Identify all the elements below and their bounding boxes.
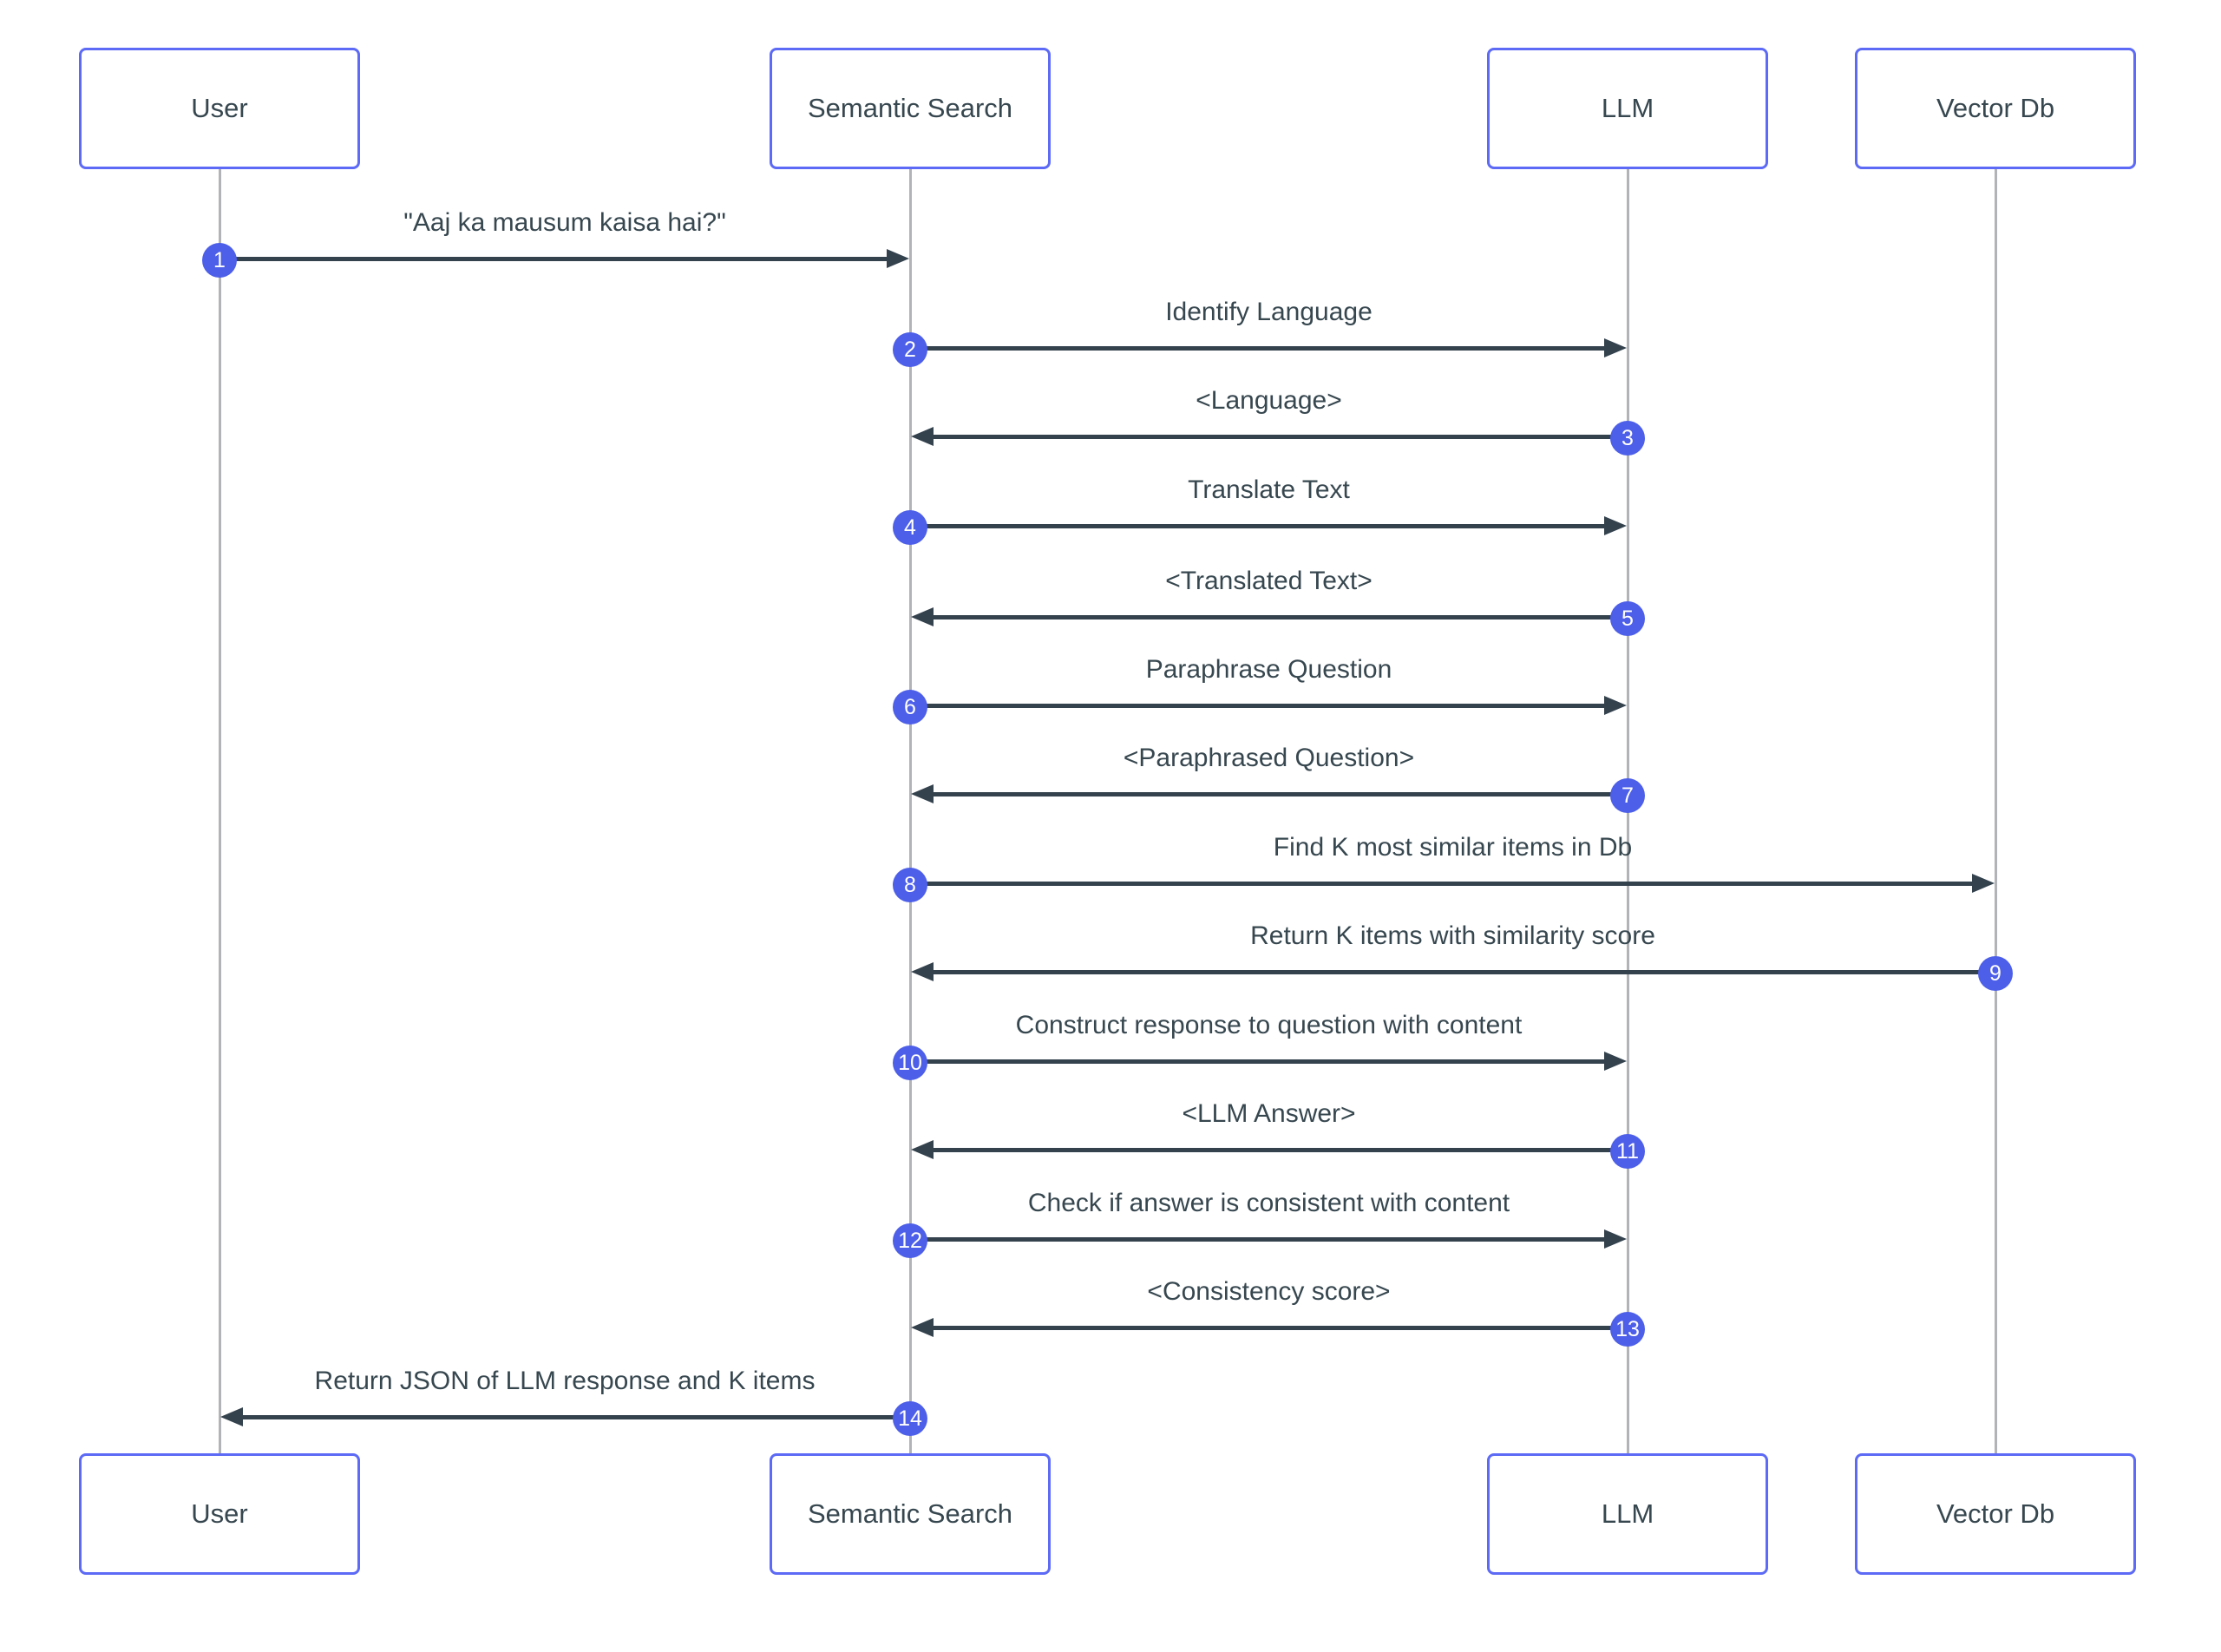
actor-label: User bbox=[191, 1498, 248, 1529]
actor-label: Semantic Search bbox=[807, 93, 1013, 123]
message-label: <LLM Answer> bbox=[1182, 1099, 1356, 1128]
arrow-head bbox=[911, 427, 934, 446]
message-line bbox=[926, 1326, 1628, 1330]
actor-box-vector-db-bottom: Vector Db bbox=[1855, 1453, 2136, 1575]
message-label: <Language> bbox=[1196, 386, 1342, 415]
step-badge: 6 bbox=[893, 690, 927, 724]
actor-box-vector-db-top: Vector Db bbox=[1855, 48, 2136, 169]
step-badge: 14 bbox=[893, 1401, 927, 1436]
arrow-head bbox=[911, 607, 934, 626]
message-label: Translate Text bbox=[1188, 475, 1350, 504]
message-label: <Paraphrased Question> bbox=[1123, 744, 1415, 772]
actor-label: Vector Db bbox=[1936, 1498, 2055, 1529]
actor-label: Semantic Search bbox=[807, 1498, 1013, 1529]
arrow-head bbox=[1604, 338, 1627, 357]
step-badge: 13 bbox=[1610, 1312, 1645, 1347]
actor-label: Vector Db bbox=[1936, 93, 2055, 123]
step-badge: 2 bbox=[893, 332, 927, 367]
actor-label: LLM bbox=[1601, 1498, 1654, 1529]
lifeline-vector-db bbox=[1994, 169, 1997, 1453]
message-label: Return K items with similarity score bbox=[1250, 921, 1655, 950]
message-line bbox=[910, 882, 1980, 886]
message-label: "Aaj ka mausum kaisa hai?" bbox=[403, 208, 726, 237]
actor-label: User bbox=[191, 93, 248, 123]
actor-box-semantic-search-top: Semantic Search bbox=[770, 48, 1051, 169]
message-label: Construct response to question with cont… bbox=[1015, 1011, 1523, 1039]
arrow-head bbox=[887, 249, 909, 268]
message-label: <Translated Text> bbox=[1165, 567, 1373, 595]
lifeline-user bbox=[218, 169, 221, 1453]
arrow-head bbox=[220, 1407, 243, 1426]
step-badge: 4 bbox=[893, 510, 927, 545]
arrow-head bbox=[1604, 1229, 1627, 1249]
message-line bbox=[926, 792, 1628, 796]
message-line bbox=[910, 1059, 1612, 1064]
step-badge: 7 bbox=[1610, 778, 1645, 813]
arrow-head bbox=[911, 1140, 934, 1159]
actor-box-user-top: User bbox=[79, 48, 360, 169]
step-badge: 8 bbox=[893, 868, 927, 902]
message-label: Identify Language bbox=[1165, 298, 1373, 326]
message-label: Check if answer is consistent with conte… bbox=[1027, 1189, 1510, 1217]
message-line bbox=[926, 1148, 1628, 1152]
message-label: <Consistency score> bbox=[1147, 1277, 1391, 1306]
arrow-head bbox=[1972, 874, 1995, 893]
step-badge: 3 bbox=[1610, 421, 1645, 456]
message-line bbox=[926, 615, 1628, 620]
message-line bbox=[910, 524, 1612, 528]
message-label: Return JSON of LLM response and K items bbox=[314, 1367, 816, 1395]
message-line bbox=[219, 257, 894, 261]
actor-box-llm-bottom: LLM bbox=[1487, 1453, 1768, 1575]
step-badge: 11 bbox=[1610, 1134, 1645, 1169]
arrow-head bbox=[1604, 1052, 1627, 1071]
actor-box-semantic-search-bottom: Semantic Search bbox=[770, 1453, 1051, 1575]
step-badge: 10 bbox=[893, 1046, 927, 1080]
message-line bbox=[926, 970, 1995, 974]
message-line bbox=[926, 435, 1628, 439]
step-badge: 9 bbox=[1978, 956, 2013, 991]
message-line bbox=[910, 346, 1612, 351]
step-badge: 1 bbox=[202, 243, 237, 278]
message-label: Find K most similar items in Db bbox=[1273, 833, 1633, 862]
arrow-head bbox=[911, 962, 934, 981]
arrow-head bbox=[911, 1318, 934, 1337]
step-badge: 12 bbox=[893, 1223, 927, 1258]
actor-box-llm-top: LLM bbox=[1487, 48, 1768, 169]
arrow-head bbox=[911, 784, 934, 803]
message-line bbox=[910, 1237, 1612, 1242]
actor-box-user-bottom: User bbox=[79, 1453, 360, 1575]
message-label: Paraphrase Question bbox=[1145, 655, 1392, 684]
arrow-head bbox=[1604, 696, 1627, 715]
step-badge: 5 bbox=[1610, 601, 1645, 636]
arrow-head bbox=[1604, 516, 1627, 535]
actor-label: LLM bbox=[1601, 93, 1654, 123]
lifeline-semantic-search bbox=[908, 169, 912, 1453]
message-line bbox=[235, 1415, 910, 1419]
message-line bbox=[910, 704, 1612, 708]
